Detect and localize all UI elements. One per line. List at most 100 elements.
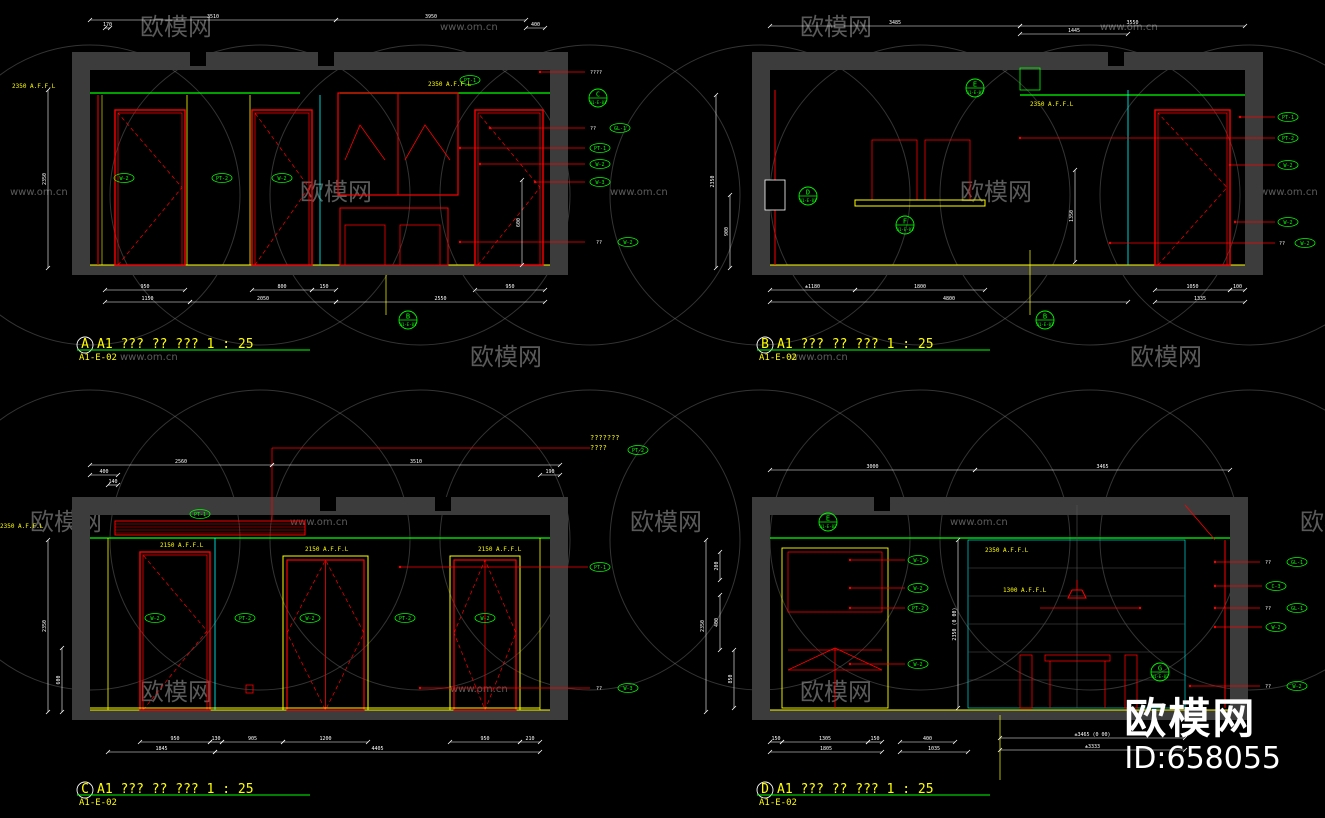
dim-tick	[107, 25, 113, 31]
tag-gl1: GL-1	[609, 123, 631, 133]
tag-text: W-2	[305, 616, 314, 622]
dim-tick	[1242, 23, 1248, 29]
callout-letter: C	[596, 91, 600, 99]
brand-mark: 欧模网 ID:658055	[1124, 696, 1281, 776]
dim-value: 2550	[434, 296, 446, 302]
dim-top-1: 2560	[87, 459, 275, 468]
chair-right	[1124, 654, 1138, 709]
dim-tick	[713, 265, 719, 271]
pendant-lamp	[1067, 589, 1087, 599]
door-swing	[254, 112, 310, 266]
watermark-url: www.om.cn	[950, 517, 1008, 528]
dim-tick	[1017, 23, 1023, 29]
dim-value: 400	[531, 22, 540, 28]
tag-pt1: PT-1	[1277, 112, 1299, 122]
dim-top-2: 3510	[269, 459, 563, 468]
tag-text: PT-1	[194, 512, 206, 518]
tag-text: PT-1	[1282, 115, 1294, 121]
dim-value: 1805	[820, 746, 832, 752]
tag-outline	[1277, 217, 1299, 227]
dim-tick	[102, 25, 108, 31]
switch-box	[245, 684, 254, 694]
door-1	[114, 109, 186, 266]
dim-tick	[897, 749, 903, 755]
dim-tick	[472, 287, 478, 293]
dim-top-4: 170	[102, 22, 113, 31]
callout-letter: D	[806, 189, 810, 197]
dim-tick	[1072, 259, 1078, 265]
dim-value: 400	[99, 469, 108, 475]
dim-tick	[523, 17, 529, 23]
dim-tick	[731, 647, 737, 653]
leader-dot	[1228, 163, 1232, 167]
dim-value: 3510	[207, 14, 219, 20]
tag-text: PT-2	[632, 448, 644, 454]
dim-tick	[557, 462, 563, 468]
dim-tick	[523, 25, 529, 31]
door-leaf	[142, 554, 208, 711]
dim-tick	[982, 287, 988, 293]
dim-tick	[105, 482, 111, 488]
watermark-url: www.om.cn	[1100, 22, 1158, 33]
watermark-circle	[0, 389, 241, 691]
dim-bottom-6: 1805	[767, 746, 885, 755]
dim-tick	[779, 739, 785, 745]
dim-tick	[767, 749, 773, 755]
dim-side-3: 200	[714, 549, 723, 583]
dim-tick	[703, 537, 709, 543]
tag-w2: W-2	[1277, 160, 1299, 170]
leader-dot	[1213, 584, 1217, 588]
dim-value: 210	[525, 736, 534, 742]
dim-tick	[333, 299, 339, 305]
tag-pt1: PT-1	[589, 143, 611, 153]
watermark-logo: 欧模网	[140, 13, 212, 41]
dim-tick	[955, 705, 961, 711]
right-wall	[550, 497, 568, 720]
tag-outline	[234, 613, 256, 623]
tag-text: W-3	[623, 686, 632, 692]
dim-tick	[717, 577, 723, 583]
dim-value: 1305	[819, 736, 831, 742]
dim-side-1: 2350	[42, 537, 51, 715]
tag-outline	[189, 509, 211, 519]
dim-bottom-8: ±3333	[997, 744, 1188, 753]
tag-pt2: PT-2	[211, 173, 233, 183]
dim-tick	[102, 299, 108, 305]
dim-value: 800	[277, 284, 286, 290]
tag-w2: W-2	[1265, 622, 1287, 632]
watermark-layer: 欧模网欧模网欧模网欧模网欧模网欧模网欧模网欧模网欧模网欧模网欧模网www.om.…	[0, 13, 1325, 706]
dim-value: 1050	[1186, 284, 1198, 290]
tag-pt2: PT-2	[627, 445, 649, 455]
dining-table	[1044, 654, 1111, 662]
tag-w2-door2: W-2	[271, 173, 293, 183]
dim-tick	[207, 739, 213, 745]
dim-tick	[767, 739, 773, 745]
tag-outline	[144, 613, 166, 623]
dim-value: 2350	[42, 173, 48, 185]
dim-side-4: 400	[714, 592, 723, 653]
callout-ref: A1-E-02	[820, 524, 837, 529]
dim-tick	[542, 25, 548, 31]
dim-tick	[59, 709, 65, 715]
right-wall	[1245, 52, 1263, 275]
dim-value: 600	[516, 218, 522, 227]
section-callout-c: CA1-E-01	[588, 88, 608, 108]
dim-value: 950	[140, 284, 149, 290]
watermark-logo: 欧模网	[630, 508, 702, 536]
dim-tick	[212, 749, 218, 755]
tag-text: W-2	[595, 162, 604, 168]
watermark-url: www.om.cn	[450, 684, 508, 695]
tag-outline	[589, 143, 611, 153]
tag-outline	[394, 613, 416, 623]
leader-dot	[418, 686, 422, 690]
room-b	[752, 52, 1263, 275]
ceiling-slab	[752, 52, 1263, 70]
title-circle	[756, 336, 774, 354]
door-swing	[1157, 112, 1228, 266]
dim-tick	[1125, 299, 1131, 305]
chair-left	[1019, 654, 1033, 709]
wall-hatch	[1184, 504, 1216, 541]
chair-1	[344, 224, 386, 266]
floor-slab	[72, 265, 568, 275]
